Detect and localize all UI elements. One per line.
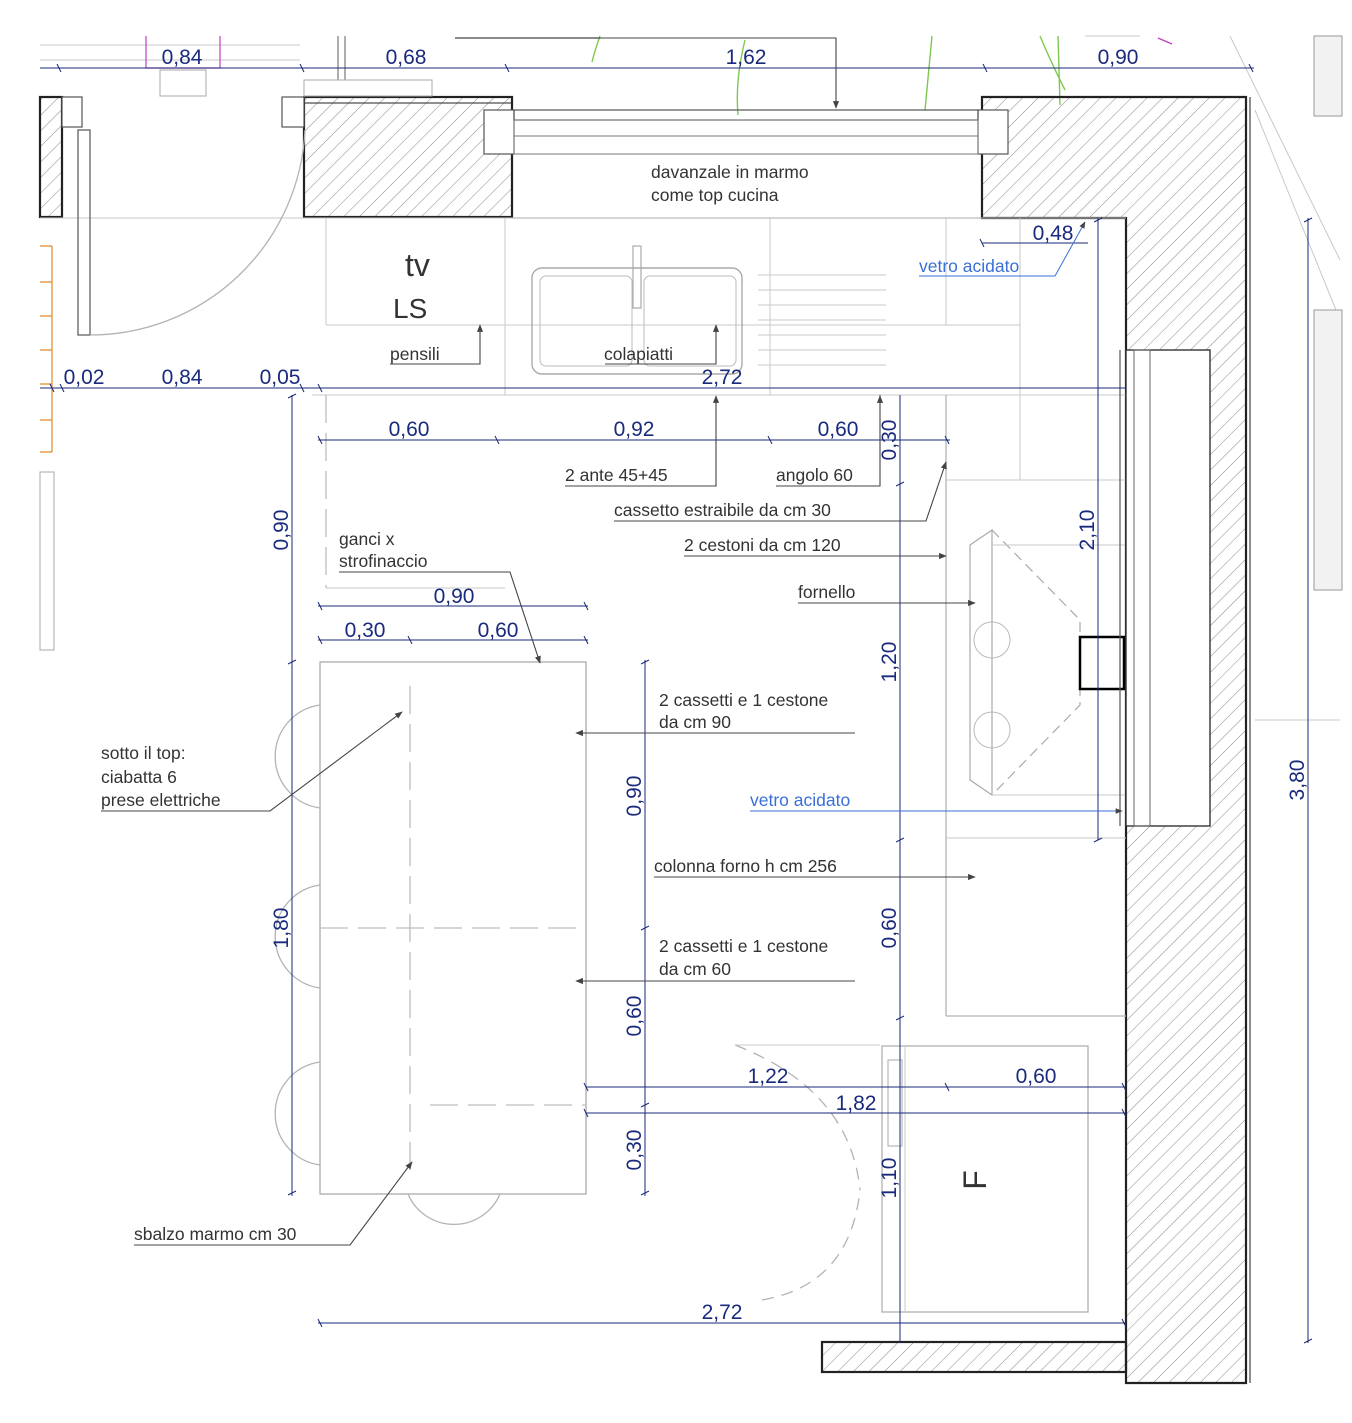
dim-v-060-right: 0,60 [878, 908, 901, 949]
dim-048: 0,48 [1033, 222, 1074, 245]
label-ganci-1: ganci x [339, 529, 395, 549]
dimension-texts: 0,84 0,68 1,62 0,90 0,48 0,02 0,84 0,05 … [64, 46, 1309, 1324]
dim-h-122: 1,22 [748, 1065, 789, 1088]
dim-v-210: 2,10 [1076, 510, 1099, 551]
leader-lines [101, 37, 1123, 1246]
annotations: davanzale in marmo come top cucina tv LS… [101, 162, 1019, 1244]
dim-h-182: 1,82 [836, 1092, 877, 1115]
dim-top-090: 0,90 [1098, 46, 1139, 69]
dim-v-060-mid: 0,60 [623, 996, 646, 1037]
dim-isl-030: 0,30 [345, 619, 386, 642]
label-cass60-2: da cm 60 [659, 959, 731, 979]
label-colapiatti: colapiatti [604, 344, 673, 364]
hob [969, 349, 1211, 827]
dim-row-002: 0,02 [64, 366, 105, 389]
dim-bot-272: 2,72 [702, 1301, 743, 1324]
dim-top-162: 1,62 [726, 46, 767, 69]
label-vetro-acidato-mid: vetro acidato [750, 790, 850, 810]
label-colonna: colonna forno h cm 256 [654, 856, 837, 876]
label-ganci-2: strofinaccio [339, 551, 428, 571]
label-sotto-2: ciabatta 6 [101, 767, 177, 787]
label-sotto-1: sotto il top: [101, 743, 186, 763]
label-cass90-2: da cm 90 [659, 712, 731, 732]
fridge-area [734, 1044, 1089, 1313]
label-davanzale-1: davanzale in marmo [651, 162, 809, 182]
dim-v-110: 1,10 [878, 1158, 901, 1199]
dim-mod-060a: 0,60 [389, 418, 430, 441]
dim-v-090-mid: 0,90 [623, 776, 646, 817]
dim-row-005: 0,05 [260, 366, 301, 389]
entry-door [39, 36, 433, 651]
dim-mod-060b: 0,60 [818, 418, 859, 441]
label-cestoni: 2 cestoni da cm 120 [684, 535, 841, 555]
dim-v-090-left: 0,90 [270, 510, 293, 551]
dim-row-084: 0,84 [162, 366, 203, 389]
dim-v-380: 3,80 [1286, 760, 1309, 801]
label-fornello: fornello [798, 582, 855, 602]
island [274, 395, 587, 1226]
label-davanzale-2: come top cucina [651, 185, 779, 205]
label-cass90-1: 2 cassetti e 1 cestone [659, 690, 828, 710]
label-fridge: F [957, 1170, 993, 1190]
dim-v-180: 1,80 [270, 908, 293, 949]
label-tv: tv [405, 247, 430, 283]
dim-isl-090: 0,90 [434, 585, 475, 608]
dim-v-030-top: 0,30 [878, 420, 901, 461]
label-angolo: angolo 60 [776, 465, 853, 485]
label-cass60-1: 2 cassetti e 1 cestone [659, 936, 828, 956]
dim-top-068: 0,68 [386, 46, 427, 69]
label-sotto-3: prese elettriche [101, 790, 221, 810]
label-ante: 2 ante 45+45 [565, 465, 668, 485]
garden-area [40, 35, 1343, 721]
label-cassetto: cassetto estraibile da cm 30 [614, 500, 831, 520]
label-sbalzo: sbalzo marmo cm 30 [134, 1224, 297, 1244]
sink-counter [312, 218, 1126, 1017]
dimension-lines [40, 63, 1313, 1344]
dim-isl-060: 0,60 [478, 619, 519, 642]
window [40, 109, 1126, 219]
label-pensili: pensili [390, 344, 440, 364]
dim-v-030-bot: 0,30 [623, 1130, 646, 1171]
dim-row-272: 2,72 [702, 366, 743, 389]
dim-mod-092: 0,92 [614, 418, 655, 441]
dim-h-060: 0,60 [1016, 1065, 1057, 1088]
label-vetro-acidato-top: vetro acidato [919, 256, 1019, 276]
dim-top-084: 0,84 [162, 46, 203, 69]
label-ls: LS [393, 293, 427, 324]
dim-v-120: 1,20 [878, 642, 901, 683]
